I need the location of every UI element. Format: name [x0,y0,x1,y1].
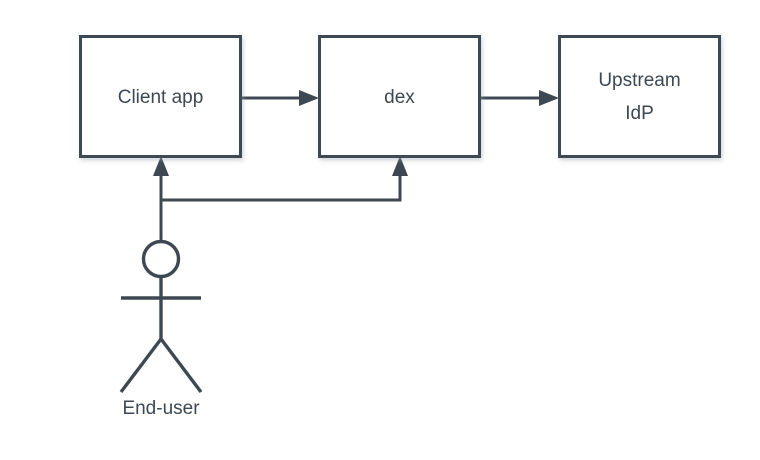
node-dex-rect[interactable] [318,35,481,158]
node-client-app[interactable]: Client app [79,35,242,158]
node-client-app-rect[interactable] [79,35,242,158]
node-dex-label: dex [384,87,415,108]
node-upstream-idp-label-line1: Upstream [598,70,680,91]
arrow-head-dex-bottom [392,156,408,176]
arrow-head-client-app [153,156,169,176]
edge-dex-to-upstream-idp [481,90,559,106]
actor-left-leg-line [119,337,163,394]
actor-end-user[interactable]: End-user [119,239,203,420]
node-upstream-idp-rect[interactable] [558,35,721,158]
edge-end-user-to-client-app [153,156,169,241]
edge-line-branch-to-dex [161,170,402,202]
actor-right-leg-line [159,337,203,394]
actor-head-icon [141,239,181,279]
actor-end-user-label: End-user [122,398,200,419]
node-upstream-idp-label-line2: IdP [625,103,654,124]
arrow-head-upstream-idp-left [539,90,559,106]
arrow-head-dex-left [299,90,319,106]
edge-end-user-to-dex [161,156,408,202]
node-upstream-idp[interactable]: Upstream IdP [558,35,721,158]
node-dex[interactable]: dex [318,35,481,158]
edge-client-app-to-dex [242,90,319,106]
node-client-app-label: Client app [118,87,204,108]
